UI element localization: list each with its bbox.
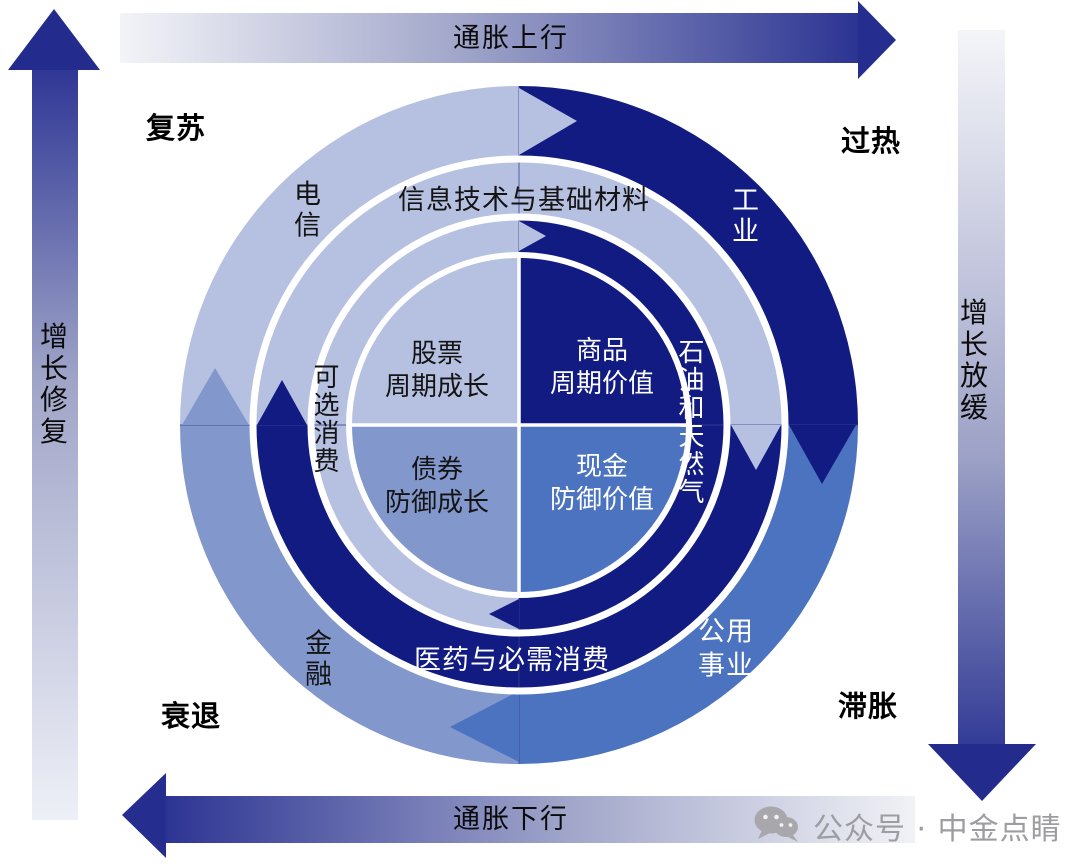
chevron-outer-right-icon: [789, 425, 856, 484]
asset-label-cash-line2: 防御价值: [549, 485, 655, 515]
quadrant-stocks: [347, 253, 519, 425]
chevron-outer-bottom-icon: [450, 691, 519, 762]
asset-label-commodities: 商品 周期价值: [550, 335, 654, 401]
chevron-outer-left-icon: [182, 368, 249, 425]
middle-ring-band: [255, 161, 783, 689]
sector-label-telecom: 电信: [294, 179, 322, 241]
sector-label-it-materials: 信息技术与基础材料: [398, 185, 650, 217]
ring-chevrons: [182, 88, 856, 762]
arrow-head-up-icon: [8, 9, 100, 70]
asset-label-bonds-line2: 防御成长: [384, 488, 490, 518]
inner-segment-left: [313, 219, 519, 631]
phase-label-recession: 衰退: [160, 698, 222, 733]
watermark: 公众号 · 中金点睛: [752, 804, 1062, 848]
arrow-head-right-icon: [858, 1, 896, 79]
phase-label-stagflation: 滞胀: [837, 688, 899, 723]
growth-repair-arrow: [8, 9, 100, 820]
middle-segment-top: [255, 161, 783, 425]
center-quadrants: [347, 253, 691, 597]
sector-label-utilities: 公用 事业: [698, 615, 754, 683]
chevron-middle-left-icon: [257, 380, 307, 425]
chevron-middle-right-icon: [731, 425, 781, 470]
inner-segment-right: [519, 219, 725, 631]
asset-label-commodities-line2: 周期价值: [549, 369, 655, 399]
asset-label-stocks: 股票 周期成长: [385, 338, 489, 404]
arrow-head-left-icon: [122, 773, 166, 858]
asset-label-commodities-line1: 商品: [575, 335, 629, 366]
middle-segment-bottom: [255, 425, 783, 689]
quadrant-cash: [519, 425, 691, 597]
axis-label-inflation-down: 通胀下行: [453, 804, 569, 836]
sector-label-industrials: 工业: [732, 185, 760, 247]
growth-slowdown-arrow: [928, 30, 1036, 801]
chevron-outer-top-icon: [519, 88, 577, 155]
quadrant-commodities: [519, 253, 691, 425]
sector-label-pharma-staples: 医药与必需消费: [414, 645, 610, 677]
axis-label-inflation-up: 通胀上行: [453, 23, 569, 55]
chevron-innerband-bottom-icon: [489, 599, 519, 629]
chevron-innerband-top-icon: [519, 221, 546, 251]
sector-label-oil-gas: 石油和天然气: [678, 337, 706, 509]
asset-label-bonds: 债券 防御成长: [385, 454, 489, 520]
asset-label-stocks-line1: 股票: [410, 338, 464, 369]
inflation-up-arrow: [120, 1, 896, 79]
asset-label-stocks-line2: 周期成长: [384, 372, 490, 402]
asset-label-cash-line1: 现金: [575, 451, 629, 482]
phase-label-overheat: 过热: [840, 123, 902, 158]
phase-label-recovery: 复苏: [145, 110, 207, 145]
sector-label-utilities-line1: 公用: [698, 616, 754, 648]
asset-label-bonds-line1: 债券: [410, 454, 464, 485]
watermark-text: 公众号 · 中金点睛: [813, 812, 1062, 847]
inner-ring-band: [313, 219, 725, 631]
sector-label-utilities-line2: 事业: [698, 650, 754, 681]
sector-label-financials: 金融: [305, 628, 333, 690]
wechat-icon: [754, 806, 798, 842]
axis-label-growth-slowdown: 增长放缓: [959, 295, 991, 424]
asset-label-cash: 现金 防御价值: [550, 451, 654, 517]
axis-label-growth-repair: 增长修复: [39, 319, 71, 448]
white-separators: [249, 155, 789, 695]
arrow-head-down-icon: [928, 744, 1036, 801]
sector-label-discretionary: 可选消费: [313, 362, 341, 478]
quadrant-bonds: [347, 425, 519, 597]
